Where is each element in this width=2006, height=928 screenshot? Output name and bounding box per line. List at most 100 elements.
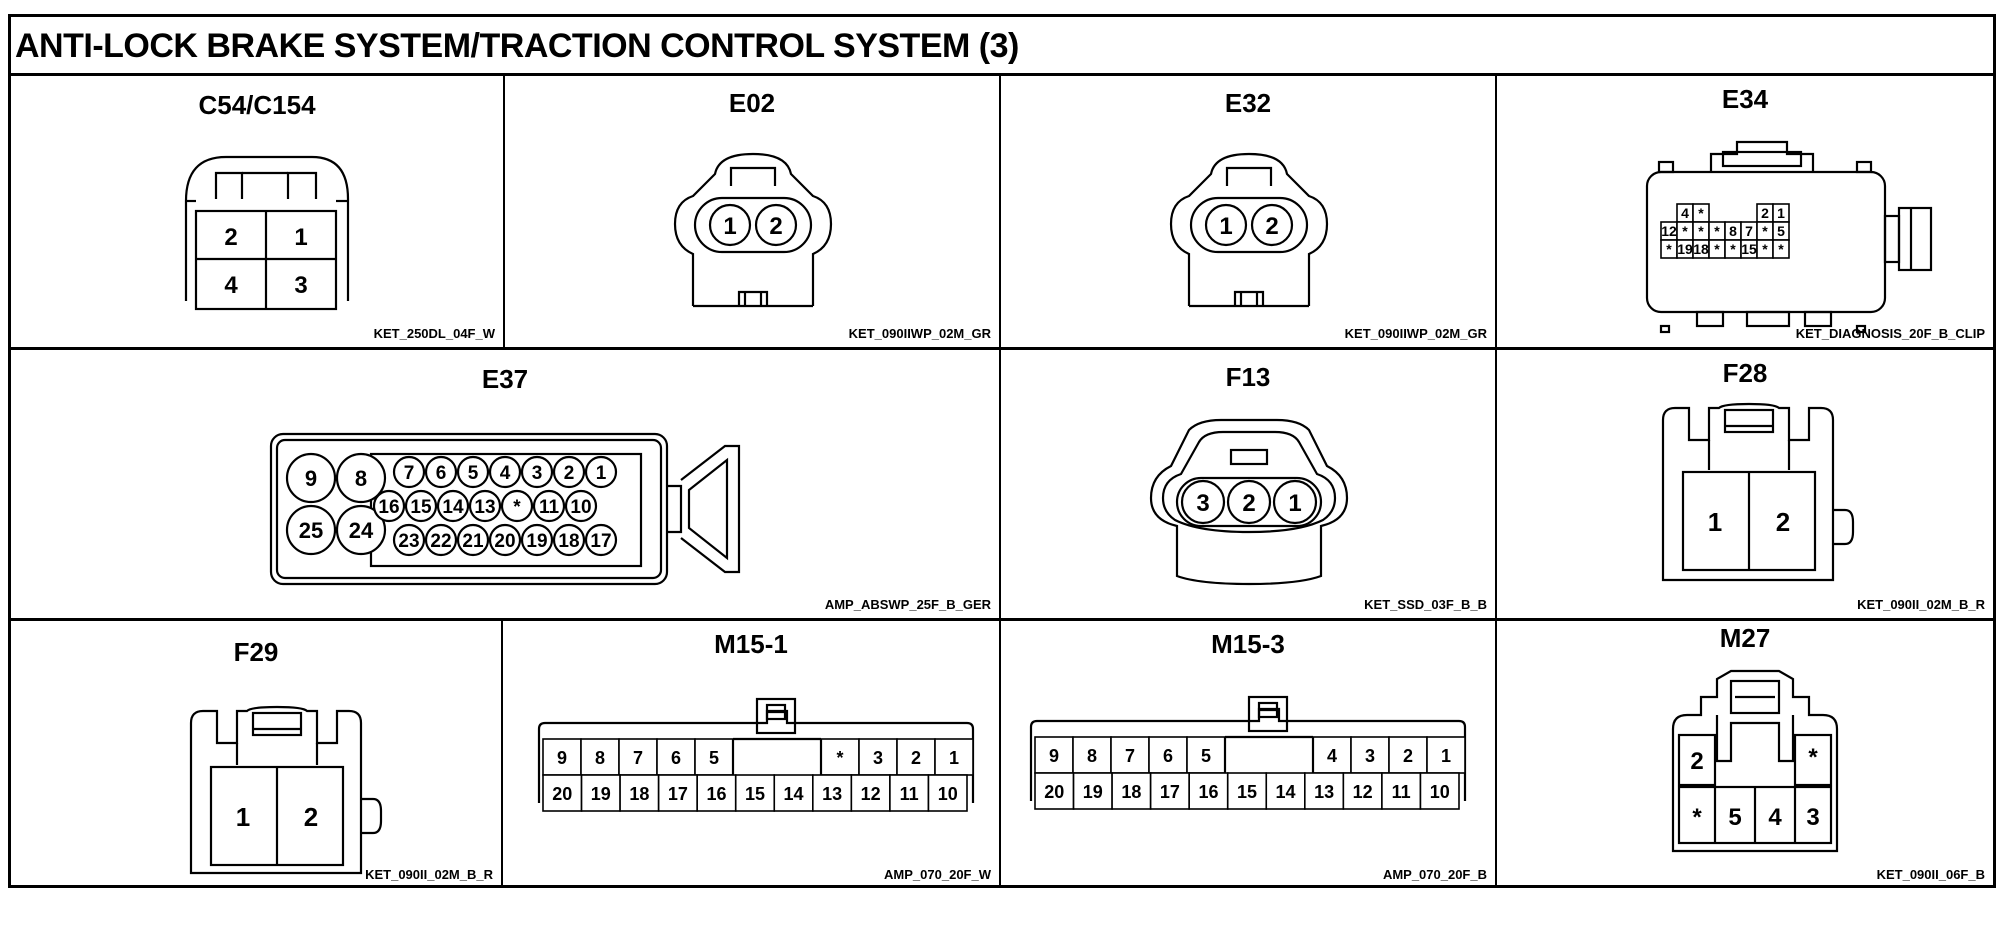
connector-label: E02 [728, 88, 776, 118]
pin-cell [619, 774, 660, 812]
pin: 14 [1276, 782, 1296, 802]
pin: 9 [305, 466, 317, 491]
pin: 23 [398, 531, 419, 552]
pin: 18 [629, 784, 649, 804]
pin-cell [694, 738, 734, 776]
pin: 15 [1237, 782, 1257, 802]
pin: * [836, 748, 843, 768]
pin: 9 [557, 748, 567, 768]
pin: * [1762, 223, 1768, 239]
connector-code: KET_SSD_03F_B_B [1364, 597, 1487, 612]
connector-m27-drawing: 2 * * 5 4 3 [1671, 669, 1839, 853]
pin: 19 [591, 784, 611, 804]
pin: 2 [769, 213, 782, 240]
pin-cell [1265, 772, 1306, 810]
pin: 8 [1087, 746, 1097, 766]
connector-f28-drawing: 1 2 [1661, 402, 1855, 582]
pin-circle [285, 452, 337, 504]
pin: 21 [462, 531, 484, 552]
connector-c54-c154: C54/C154 2 1 4 3 KET_250DL_04F_W [11, 76, 503, 347]
pin-cell [889, 774, 930, 812]
pin-cell [927, 774, 968, 812]
connector-f13: F13 3 2 1 KET_SSD_03F_B_B [1001, 350, 1495, 618]
pin: 1 [1708, 507, 1722, 537]
pin: 11 [900, 784, 919, 804]
pin: 1 [1441, 746, 1451, 766]
pin-circle [335, 504, 387, 556]
pin: * [1666, 241, 1672, 257]
connector-code: KET_090II_02M_B_R [365, 867, 493, 882]
connector-m27: M27 2 * * 5 4 3 KET_090II_06F_B [1497, 621, 1993, 888]
connector-label: M15-1 [714, 629, 788, 659]
connector-code: KET_090IIWP_02M_GR [848, 326, 991, 341]
connector-e02-drawing: 1 2 [673, 152, 833, 308]
pin-circle [488, 455, 522, 489]
pin: 6 [1163, 746, 1173, 766]
pin: 5 [1728, 804, 1741, 831]
pin-cell [812, 774, 853, 812]
pin-circle [488, 523, 522, 557]
pin: * [1762, 241, 1768, 257]
pin: 1 [1219, 213, 1232, 240]
pin: 1 [1288, 490, 1301, 517]
connector-f28: F28 1 2 KET_090II_02M_B_R [1497, 350, 1993, 618]
pin-cell [1110, 736, 1150, 774]
connector-e32: E32 1 2 KET_090IIWP_02M_GR [1001, 76, 1495, 347]
connector-code: KET_250DL_04F_W [373, 326, 495, 341]
pin-circle [564, 489, 598, 523]
pin-circle [500, 489, 534, 523]
pin: 3 [873, 748, 883, 768]
pin: 17 [590, 531, 611, 552]
pin: 18 [1693, 241, 1709, 257]
pin: 2 [1761, 205, 1769, 221]
pin: 9 [1049, 746, 1059, 766]
row-divider-2 [11, 618, 1993, 621]
pin: 17 [668, 784, 688, 804]
pin-circle [520, 455, 554, 489]
pin-circle [552, 455, 586, 489]
pin: 1 [1777, 205, 1785, 221]
pin-cell [934, 738, 974, 776]
pin: 8 [595, 748, 605, 768]
pin: 15 [745, 784, 765, 804]
connector-label: C54/C154 [198, 90, 316, 120]
pin: 15 [1741, 241, 1757, 257]
col-divider-1b [501, 618, 503, 888]
pin: 15 [410, 497, 432, 518]
pin: 2 [911, 748, 921, 768]
connector-code: KET_090II_02M_B_R [1857, 597, 1985, 612]
pin: 2 [564, 463, 575, 484]
pin: * [1698, 223, 1704, 239]
pin: 3 [532, 463, 543, 484]
pin-cell [858, 738, 898, 776]
pin-cell [896, 738, 936, 776]
pin: 1 [596, 463, 607, 484]
pin-cell [1342, 772, 1383, 810]
pin: 13 [474, 497, 495, 518]
connector-label: E37 [481, 364, 529, 394]
pin: 3 [1806, 804, 1819, 831]
pin: 1 [949, 748, 959, 768]
connector-label: M15-3 [1211, 629, 1285, 659]
pin: 12 [1661, 223, 1677, 239]
pin: 17 [1160, 782, 1180, 802]
pin: 11 [539, 497, 560, 518]
pin: 14 [442, 497, 464, 518]
connector-f29: F29 1 2 KET_090II_02M_B_R [11, 621, 501, 888]
pin: 7 [404, 463, 415, 484]
connector-code: KET_DIAGNOSIS_20F_B_CLIP [1795, 326, 1985, 341]
pin-circle [335, 452, 387, 504]
page-title: ANTI-LOCK BRAKE SYSTEM/TRACTION CONTROL … [15, 27, 1019, 65]
pin-cell [1148, 736, 1188, 774]
pin: 20 [494, 531, 515, 552]
pin: 25 [299, 518, 323, 543]
pin: 2 [224, 224, 237, 251]
pin: 5 [709, 748, 719, 768]
pin-cell [1388, 736, 1428, 774]
pin: 16 [378, 497, 399, 518]
pin: 18 [558, 531, 579, 552]
